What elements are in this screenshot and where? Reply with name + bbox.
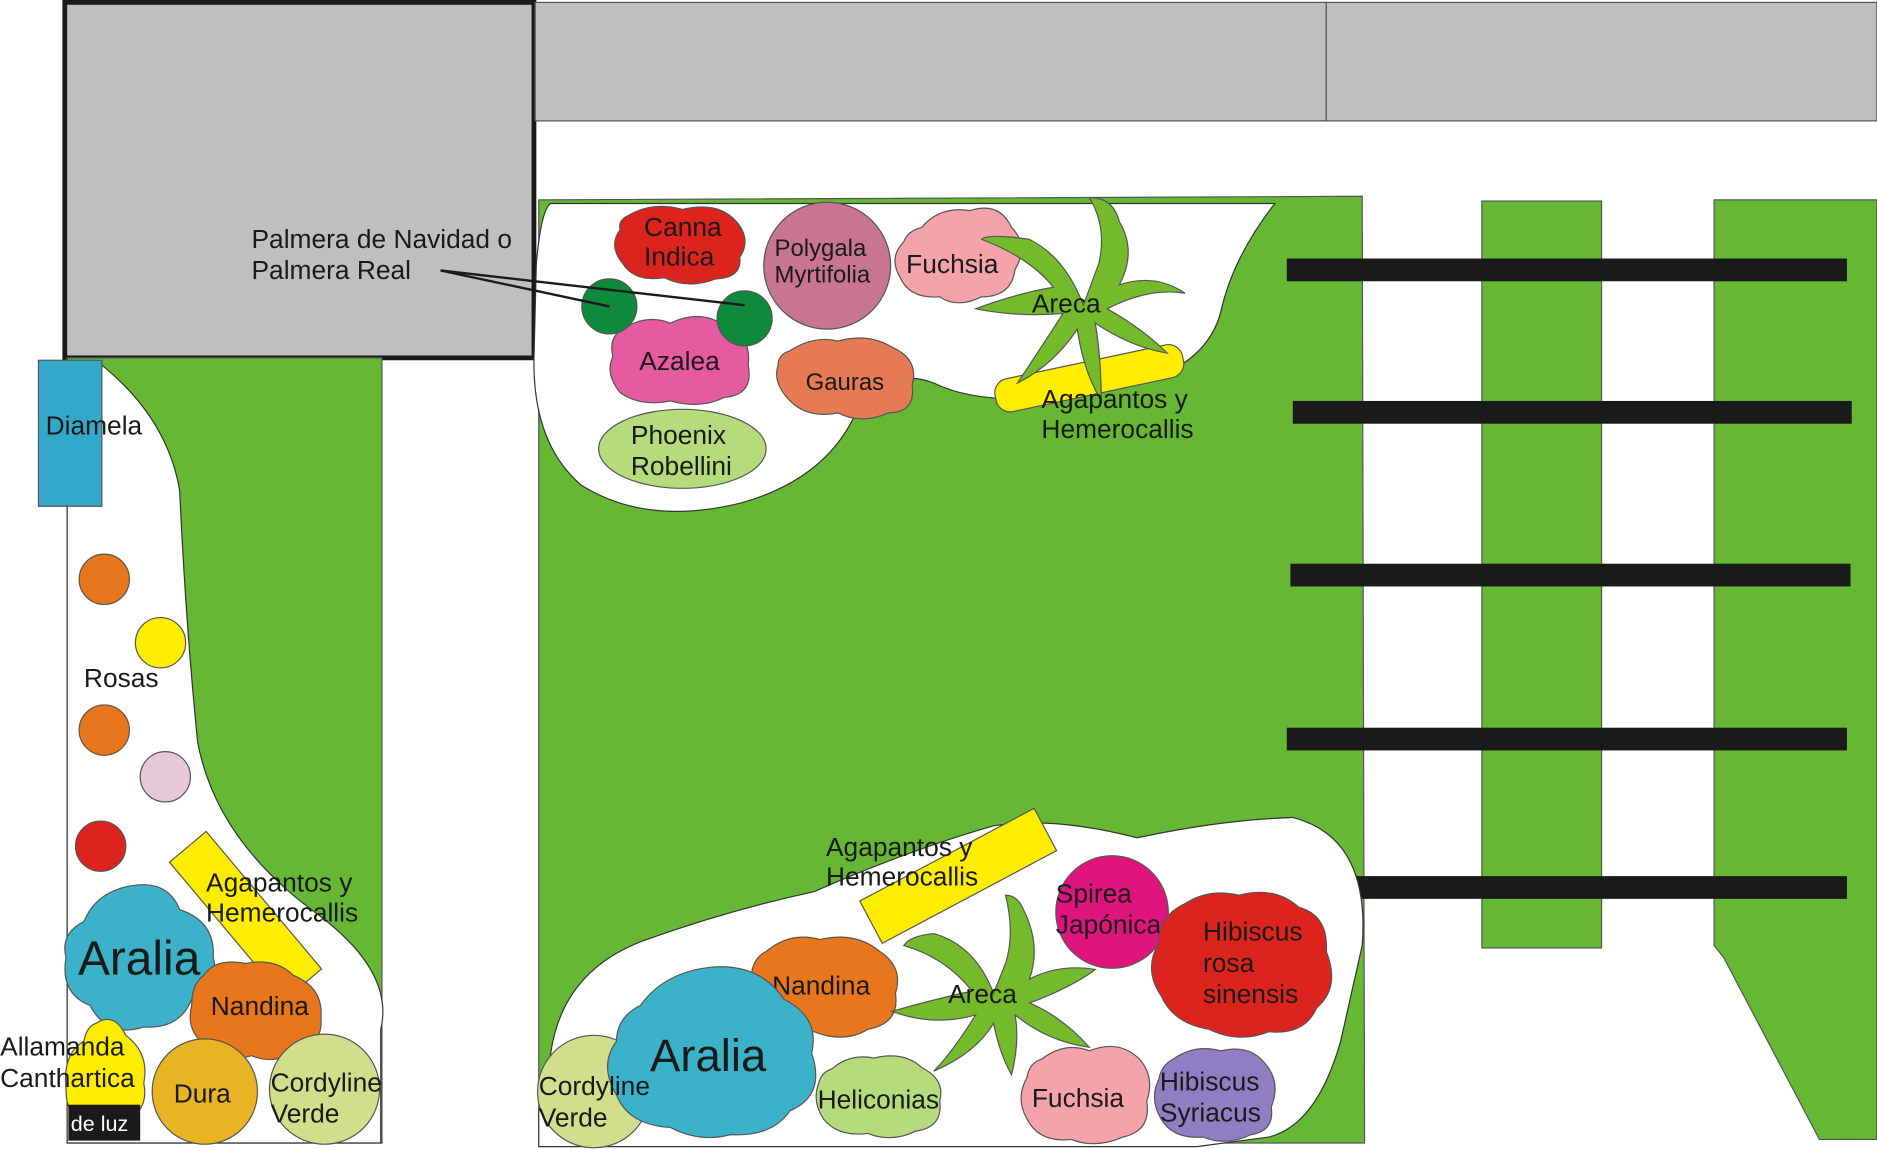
building-strip-center bbox=[534, 1, 1327, 122]
palm-right bbox=[716, 290, 773, 347]
canna-shrub bbox=[614, 205, 746, 285]
nandina-bottom-label: Nandina bbox=[772, 971, 870, 1001]
cordyline-bottom-label-1: Cordyline bbox=[539, 1071, 650, 1101]
step-5 bbox=[1286, 876, 1847, 899]
diamela-block bbox=[37, 359, 103, 507]
fuchsia-bottom-label: Fuchsia bbox=[1032, 1083, 1125, 1113]
phoenix-label-1: Phoenix bbox=[631, 420, 726, 450]
phoenix-label-2: Robellini bbox=[631, 451, 732, 481]
spirea-label-1: Spirea bbox=[1056, 878, 1132, 908]
nandina-left-label: Nandina bbox=[211, 991, 309, 1021]
agapantos-top-label-1: Agapantos y bbox=[1041, 384, 1188, 414]
heliconias-label: Heliconias bbox=[818, 1084, 939, 1114]
hibiscus-rosa-shrub bbox=[1150, 891, 1333, 1038]
fuchsia-top-shrub bbox=[894, 207, 1022, 304]
hibiscus-syriacus-label-1: Hibiscus bbox=[1160, 1066, 1260, 1096]
hibiscus-syriacus-shrub bbox=[1153, 1048, 1276, 1142]
hibiscus-rosa-label-2: rosa bbox=[1203, 948, 1255, 978]
gauras-label: Gauras bbox=[806, 369, 884, 396]
cordyline-left-label-2: Verde bbox=[271, 1099, 340, 1129]
hibiscus-syriacus-label-2: Syriacus bbox=[1160, 1097, 1261, 1127]
step-2 bbox=[1292, 400, 1852, 424]
agapantos-bottom-strip bbox=[858, 807, 1058, 945]
allamanda-label-2: Canthartica bbox=[0, 1063, 135, 1093]
fuchsia-top-label: Fuchsia bbox=[906, 249, 999, 279]
de-luz-stamp bbox=[68, 1104, 141, 1141]
step-3 bbox=[1290, 563, 1851, 587]
rose-5 bbox=[74, 820, 127, 872]
aralia-bottom-label: Aralia bbox=[650, 1030, 767, 1081]
palm-callout-line-2 bbox=[440, 269, 745, 307]
azalea-label: Azalea bbox=[639, 346, 720, 376]
areca-top-palm bbox=[973, 196, 1186, 404]
areca-bottom-label: Areca bbox=[948, 979, 1017, 1009]
building-strip-right bbox=[1325, 1, 1877, 122]
spirea-label-2: Japónica bbox=[1056, 910, 1162, 940]
house-block bbox=[62, 0, 537, 361]
canna-label-1: Canna bbox=[644, 212, 722, 242]
polygala-label-2: Myrtifolia bbox=[775, 261, 871, 288]
azalea-shrub bbox=[609, 315, 750, 405]
canna-label-2: Indica bbox=[644, 242, 715, 272]
dura-label: Dura bbox=[174, 1078, 231, 1108]
step-1 bbox=[1286, 258, 1847, 282]
cordyline-left-label-1: Cordyline bbox=[271, 1068, 382, 1098]
dura-shrub bbox=[151, 1038, 259, 1145]
hibiscus-rosa-label-1: Hibiscus bbox=[1203, 917, 1303, 947]
diamela-label: Diamela bbox=[46, 410, 143, 440]
cordyline-left-shrub bbox=[268, 1033, 381, 1145]
allamanda-label-1: Allamanda bbox=[0, 1032, 125, 1062]
rose-3 bbox=[78, 704, 131, 756]
rosas-label: Rosas bbox=[84, 663, 159, 693]
agapantos-bottom-label-1: Agapantos y bbox=[826, 832, 973, 862]
step-4 bbox=[1286, 727, 1847, 751]
rose-4 bbox=[139, 751, 192, 803]
spirea-shrub bbox=[1055, 855, 1169, 969]
lawn-strip-right bbox=[1713, 199, 1877, 1141]
polygala-label-1: Polygala bbox=[775, 235, 867, 262]
rose-2 bbox=[134, 616, 187, 669]
agapantos-left-label-2: Hemerocallis bbox=[206, 898, 358, 928]
agapantos-top-label-2: Hemerocallis bbox=[1041, 414, 1193, 444]
gauras-shrub bbox=[776, 337, 915, 420]
cordyline-bottom-label-2: Verde bbox=[539, 1102, 608, 1132]
palm-callout-label-2: Palmera Real bbox=[251, 255, 411, 285]
phoenix-shrub bbox=[597, 408, 767, 489]
de-luz-stamp-text: de luz bbox=[71, 1112, 128, 1136]
heliconias-shrub bbox=[815, 1055, 942, 1139]
areca-bottom-palm bbox=[889, 894, 1097, 1077]
rose-1 bbox=[78, 553, 131, 606]
aralia-left-label: Aralia bbox=[78, 932, 201, 985]
palm-callout-label-1: Palmera de Navidad o bbox=[251, 224, 512, 254]
polygala-shrub bbox=[763, 201, 892, 330]
agapantos-left-label-1: Agapantos y bbox=[206, 868, 353, 898]
fuchsia-bottom-shrub bbox=[1020, 1045, 1151, 1145]
hibiscus-rosa-label-3: sinensis bbox=[1203, 979, 1298, 1009]
aralia-bottom-shrub bbox=[606, 966, 817, 1139]
agapantos-bottom-label-2: Hemerocallis bbox=[826, 862, 978, 892]
areca-top-label: Areca bbox=[1032, 288, 1101, 318]
palm-callout-line-1 bbox=[440, 269, 610, 308]
